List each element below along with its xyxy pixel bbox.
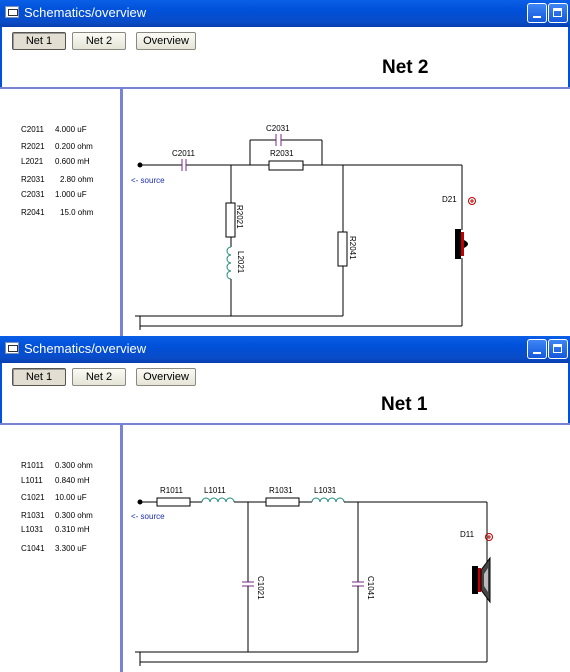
inductor-l1011 [201, 497, 235, 503]
label-l2021: L2021 [236, 251, 245, 274]
net1-button[interactable]: Net 1 [12, 32, 66, 50]
source-label: <- source [131, 512, 165, 521]
label-c1041: C1041 [366, 576, 375, 600]
polarity-plus-icon [468, 197, 476, 205]
speaker-icon [455, 229, 468, 259]
label-r1011: R1011 [160, 486, 184, 495]
window-title: Schematics/overview [24, 5, 147, 20]
net-label: Net 2 [382, 57, 429, 78]
window-net2: Schematics/overview Net 1 Net 2 Overview… [0, 0, 570, 336]
minimize-button[interactable] [527, 3, 547, 23]
minimize-button[interactable] [527, 339, 547, 359]
resistor-r1011 [156, 497, 191, 507]
resistor-r2041 [337, 231, 348, 267]
app-icon [5, 342, 19, 354]
label-d21: D21 [442, 195, 457, 204]
label-c2011: C2011 [172, 149, 196, 158]
label-r2021: R2021 [235, 205, 244, 229]
label-c2031: C2031 [266, 124, 290, 133]
inductor-l2021 [226, 246, 232, 280]
net2-button[interactable]: Net 2 [72, 32, 126, 50]
capacitor-c1041 [352, 581, 364, 587]
maximize-button[interactable] [548, 3, 568, 23]
inductor-l1031 [311, 497, 345, 503]
schematic-net2: <- source C2011 C2031 R2031 R2021 L2021 … [131, 124, 476, 330]
polarity-plus-icon [485, 533, 493, 541]
divider-vertical [120, 425, 123, 672]
toolbar: Net 1 Net 2 Overview Net 1 [0, 363, 570, 423]
divider-vertical [120, 89, 123, 336]
app-icon [5, 6, 19, 18]
ground-icon [135, 315, 146, 330]
label-d11: D11 [460, 530, 475, 539]
maximize-button[interactable] [548, 339, 568, 359]
label-l1011: L1011 [204, 486, 226, 495]
label-r2041: R2041 [348, 236, 357, 260]
divider-horizontal [0, 423, 570, 425]
overview-button[interactable]: Overview [136, 32, 196, 50]
divider-horizontal [0, 87, 570, 89]
label-r2031: R2031 [270, 149, 294, 158]
resistor-r2031 [268, 160, 304, 171]
source-label: <- source [131, 176, 165, 185]
net-label: Net 1 [381, 394, 428, 415]
title-bar[interactable]: Schematics/overview [0, 336, 570, 363]
speaker-icon [472, 556, 491, 604]
net2-button[interactable]: Net 2 [72, 368, 126, 386]
net1-button[interactable]: Net 1 [12, 368, 66, 386]
label-l1031: L1031 [314, 486, 337, 495]
resistor-r2021 [225, 202, 236, 238]
toolbar: Net 1 Net 2 Overview Net 2 [0, 27, 570, 87]
capacitor-c1021 [242, 581, 254, 587]
overview-button[interactable]: Overview [136, 368, 196, 386]
ground-icon [135, 651, 146, 666]
window-title: Schematics/overview [24, 341, 147, 356]
capacitor-c2011 [181, 159, 187, 171]
resistor-r1031 [265, 497, 300, 507]
capacitor-c2031 [275, 134, 282, 146]
window-net1: Schematics/overview Net 1 Net 2 Overview… [0, 336, 570, 672]
title-bar[interactable]: Schematics/overview [0, 0, 570, 27]
schematic-net1: <- source R1011 L1011 R1031 L1031 C1021 … [131, 486, 493, 666]
label-c1021: C1021 [256, 576, 265, 600]
label-r1031: R1031 [269, 486, 293, 495]
